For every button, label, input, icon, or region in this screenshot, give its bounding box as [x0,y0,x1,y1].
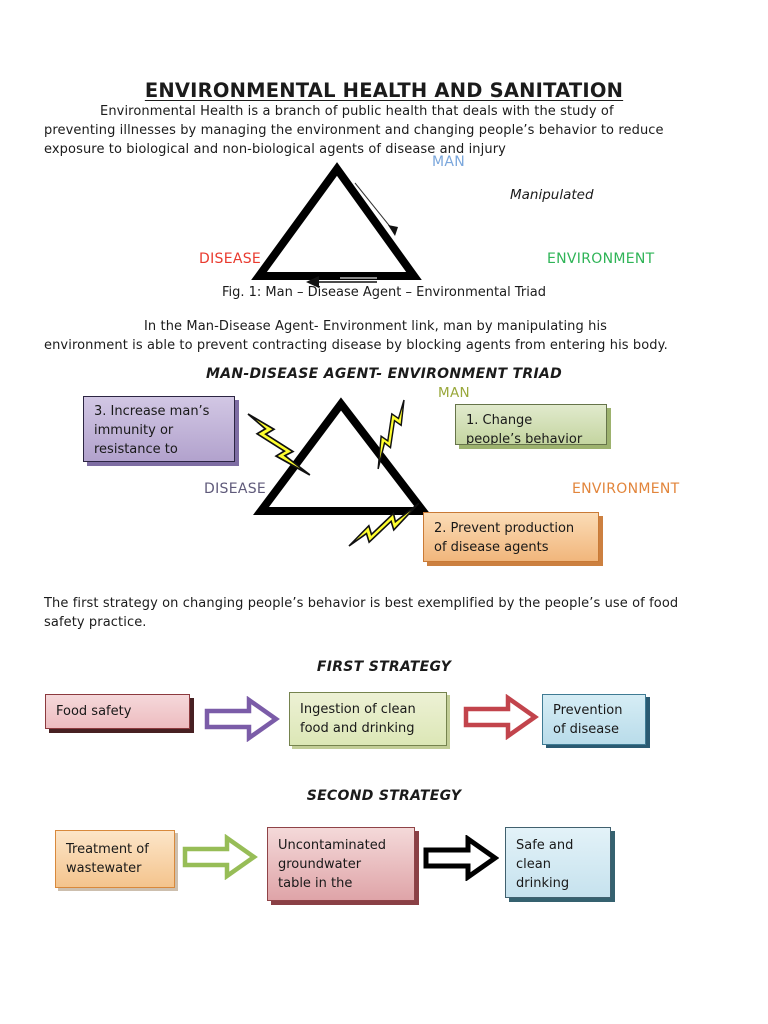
safe-water-box: Safe and clean drinking [505,827,611,898]
purple-arrow-shape [204,696,280,742]
lightning-bolt-left-icon [247,413,311,476]
purple-block-arrow-icon [204,696,280,742]
triad2-disease-label: DISEASE [204,481,267,497]
page-title: ENVIRONMENTAL HEALTH AND SANITATION [144,79,624,102]
link-paragraph: In the Man-Disease Agent- Environment li… [44,319,668,353]
triad2-triangle-outline [253,397,432,515]
strategy-paragraph: The first strategy on changing people’s … [44,596,679,630]
fig1-triangle-outline [251,162,422,280]
fig1-triad-diagram [251,162,422,288]
manipulated-label: Manipulated [510,187,594,203]
lightning-bolt-right-icon [377,399,405,470]
blocking-arrowhead-icon [306,276,319,288]
first-strategy-heading: FIRST STRATEGY [316,659,452,675]
triad2-heading: MAN-DISEASE AGENT- ENVIRONMENT TRIAD [205,366,563,382]
treatment-box: Treatment of wastewater [55,830,175,888]
triad2-man-label: MAN [438,385,470,401]
ingestion-box: Ingestion of clean food and drinking [289,692,447,746]
fig1-disease-label: DISEASE [199,251,262,267]
black-block-arrow-icon [423,835,499,881]
intro-paragraph: Environmental Health is a branch of publ… [44,104,664,157]
fig1-caption: Fig. 1: Man – Disease Agent – Environmen… [221,285,547,300]
second-strategy-heading: SECOND STRATEGY [306,788,462,804]
food-safety-box: Food safety [45,694,190,729]
fig1-man-label: MAN [432,154,466,170]
manipulation-arrow-line [354,182,393,230]
red-arrow-shape [463,694,539,740]
black-arrow-shape [423,835,499,881]
prevention-box: Prevention of disease [542,694,646,745]
groundwater-box: Uncontaminated groundwater table in the [267,827,415,901]
triad2-diagram [247,397,432,547]
red-block-arrow-icon [463,694,539,740]
prevent-production-box: 2. Prevent production of disease agents [423,512,599,562]
manipulation-arrowhead-icon [388,225,398,236]
green-arrow-shape [182,834,258,880]
behavior-box: 1. Change people’s behavior [455,404,607,445]
immunity-box: 3. Increase man’s immunity or resistance… [83,396,235,462]
green-block-arrow-icon [182,834,258,880]
triad2-environment-label: ENVIRONMENT [572,481,680,497]
lightning-bolt-bottom-icon [348,502,420,547]
fig1-environment-label: ENVIRONMENT [547,251,655,267]
